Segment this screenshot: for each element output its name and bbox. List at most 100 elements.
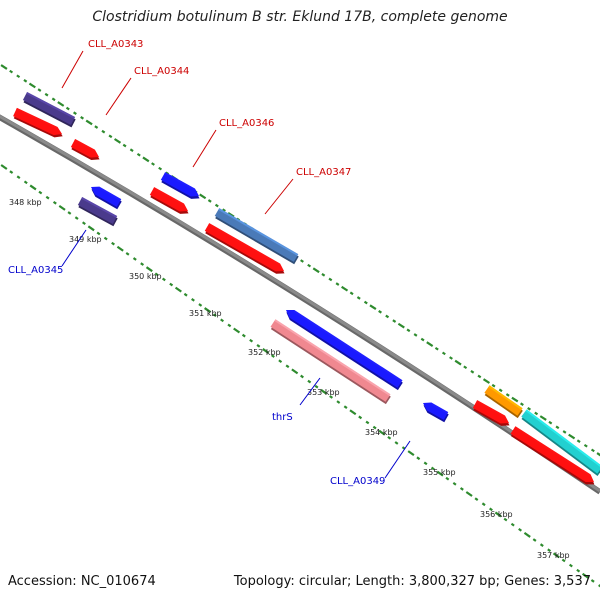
inner-track-dot bbox=[300, 374, 304, 379]
inner-track-dot bbox=[489, 507, 493, 512]
inner-track-dot bbox=[103, 236, 108, 241]
inner-track-dot bbox=[590, 579, 595, 583]
forward-track-dot bbox=[406, 328, 411, 333]
feature-cyan bbox=[521, 409, 600, 476]
forward-track-dot bbox=[158, 166, 163, 171]
feature-cll-a0343 bbox=[22, 92, 76, 128]
inner-track-dot bbox=[285, 364, 290, 369]
inner-track-dot bbox=[503, 517, 508, 522]
inner-track-dot bbox=[154, 272, 159, 277]
inner-track-dot bbox=[0, 164, 8, 170]
inner-track-dot bbox=[329, 395, 334, 399]
inner-track-dot bbox=[82, 221, 86, 226]
inner-track-dot bbox=[445, 476, 450, 481]
tick-label: 353 kbp bbox=[307, 388, 340, 397]
leader-line bbox=[299, 377, 321, 406]
tick-label: 357 kbp bbox=[537, 551, 570, 560]
inner-track-dot bbox=[378, 429, 386, 436]
feature-pink bbox=[270, 319, 391, 405]
feature-red-2 bbox=[70, 139, 100, 160]
feature-red-3 bbox=[149, 187, 189, 214]
inner-track-dot bbox=[23, 180, 28, 185]
forward-track-dot bbox=[548, 420, 553, 425]
forward-track-dot bbox=[129, 148, 134, 152]
forward-track-dot bbox=[227, 211, 235, 218]
inner-track-dot bbox=[576, 568, 581, 573]
inner-track-dot bbox=[532, 538, 537, 542]
inner-track-dot bbox=[116, 245, 124, 252]
feature-red-5 bbox=[472, 400, 510, 426]
inner-track-dot bbox=[423, 461, 428, 466]
forward-track-dot bbox=[449, 356, 453, 360]
inner-track-dot bbox=[394, 441, 399, 445]
inner-track-dot bbox=[111, 241, 115, 246]
feature-red-1 bbox=[13, 107, 63, 138]
inner-track-dot bbox=[262, 348, 270, 354]
inner-track-dot bbox=[227, 323, 232, 328]
forward-track-dot bbox=[9, 69, 14, 74]
inner-track-dot bbox=[349, 409, 357, 416]
forward-track-dot bbox=[498, 388, 503, 393]
inner-track-dot bbox=[29, 184, 37, 191]
inner-track-dot bbox=[125, 252, 130, 256]
inner-track-dot bbox=[161, 277, 166, 282]
gene-label-forward: CLL_A0343 bbox=[88, 39, 143, 50]
inner-track-dot bbox=[241, 333, 246, 338]
forward-track-dot bbox=[312, 267, 320, 274]
forward-track-dot bbox=[555, 425, 560, 430]
forward-track-dot bbox=[142, 156, 150, 163]
inner-track-dot bbox=[387, 435, 392, 440]
forward-track-dot bbox=[151, 162, 155, 166]
tick-label: 349 kbp bbox=[69, 235, 102, 244]
forward-track-dot bbox=[207, 199, 212, 203]
leader-line bbox=[384, 440, 411, 479]
leader-line bbox=[264, 178, 294, 215]
feature-red-4 bbox=[204, 223, 285, 274]
forward-track-dot bbox=[596, 452, 600, 457]
inner-track-dot bbox=[204, 307, 212, 313]
forward-track-dot bbox=[568, 433, 576, 440]
feature-cll-a0345 bbox=[77, 197, 118, 227]
forward-track-dot bbox=[122, 143, 127, 148]
inner-track-dot bbox=[174, 286, 182, 293]
inner-track-dot bbox=[233, 327, 241, 334]
feature-cll-a0349 bbox=[423, 402, 449, 423]
inner-track-dot bbox=[343, 405, 348, 409]
inner-track-dot bbox=[291, 368, 299, 375]
inner-track-dot bbox=[481, 502, 486, 507]
feature-red-6 bbox=[510, 426, 595, 485]
inner-track-dot bbox=[140, 262, 145, 266]
forward-track-dot bbox=[534, 411, 539, 416]
genome-summary: Topology: circular; Length: 3,800,327 bp… bbox=[233, 574, 591, 589]
tick-label: 351 kbp bbox=[189, 309, 222, 318]
forward-track-dot bbox=[222, 208, 226, 212]
inner-track-dot bbox=[561, 558, 566, 563]
forward-track-dot bbox=[136, 152, 141, 157]
forward-track-dot bbox=[511, 396, 519, 403]
gene-label-reverse: thrS bbox=[272, 412, 293, 423]
gene-label-reverse: CLL_A0349 bbox=[330, 476, 385, 487]
forward-track-dot bbox=[477, 374, 482, 379]
inner-track-dot bbox=[465, 491, 473, 497]
leader-line bbox=[61, 50, 84, 89]
forward-track-dot bbox=[113, 138, 122, 144]
leader-line bbox=[61, 229, 87, 267]
forward-track-dot bbox=[576, 439, 581, 443]
inner-track-dot bbox=[278, 359, 283, 363]
leader-line bbox=[105, 77, 132, 116]
forward-track-dot bbox=[57, 101, 65, 107]
inner-track-dot bbox=[169, 282, 174, 287]
inner-track-dot bbox=[436, 470, 444, 477]
forward-track-dot bbox=[583, 443, 588, 448]
inner-track-dot bbox=[256, 344, 261, 348]
inner-track-dot bbox=[67, 211, 72, 215]
forward-track-dot bbox=[539, 415, 547, 421]
inner-track-dot bbox=[416, 456, 421, 461]
forward-track-dot bbox=[321, 273, 326, 277]
forward-track-dot bbox=[307, 263, 312, 268]
forward-track-dot bbox=[413, 333, 418, 337]
forward-track-dot bbox=[16, 74, 21, 79]
feature-thrs bbox=[286, 310, 403, 391]
forward-track-dot bbox=[378, 310, 382, 314]
